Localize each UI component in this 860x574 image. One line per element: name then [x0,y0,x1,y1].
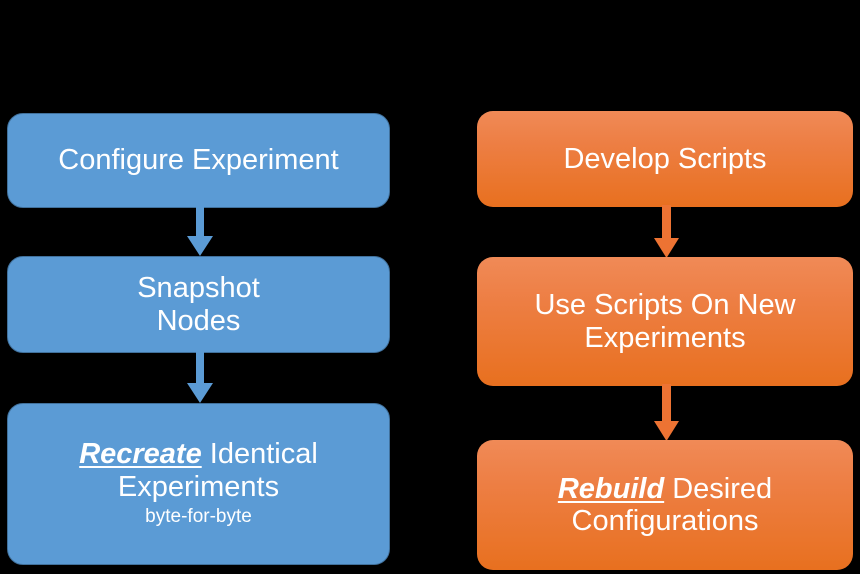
node-label-emphasis: Recreate [79,438,202,471]
node-label-line-1: Rebuild Desired [558,473,772,505]
node-subtitle: byte-for-byte [145,506,252,528]
node-label-line-1: Snapshot [137,272,260,305]
node-develop-scripts[interactable]: Develop Scripts [477,111,853,207]
arrow-use-to-rebuild [654,384,680,441]
node-label-line-2: Configurations [571,505,759,537]
node-label-line-2: Nodes [156,304,241,337]
node-label-line-1: Configure Experiment [58,144,339,177]
arrow-configure-to-snapshot [186,206,214,256]
node-rebuild-desired-configurations[interactable]: Rebuild Desired Configurations [477,440,853,570]
node-recreate-identical-experiments[interactable]: Recreate Identical Experiments byte-for-… [7,403,390,565]
node-label-line-2: Experiments [117,470,280,503]
node-label-line-1: Use Scripts On New [534,289,796,322]
node-label-rest: Identical [201,438,318,471]
node-label-rest: Desired [664,472,773,505]
node-label-emphasis: Rebuild [557,472,665,505]
node-label-line-1: Develop Scripts [563,142,767,175]
arrow-develop-to-use [654,205,680,258]
node-configure-experiment[interactable]: Configure Experiment [7,113,390,208]
node-snapshot-nodes[interactable]: Snapshot Nodes [7,256,390,353]
node-label-line-1: Recreate Identical [79,438,318,470]
node-label-line-2: Experiments [584,321,746,354]
arrow-snapshot-to-recreate [186,351,214,403]
node-use-scripts-on-new-experiments[interactable]: Use Scripts On New Experiments [477,257,853,386]
